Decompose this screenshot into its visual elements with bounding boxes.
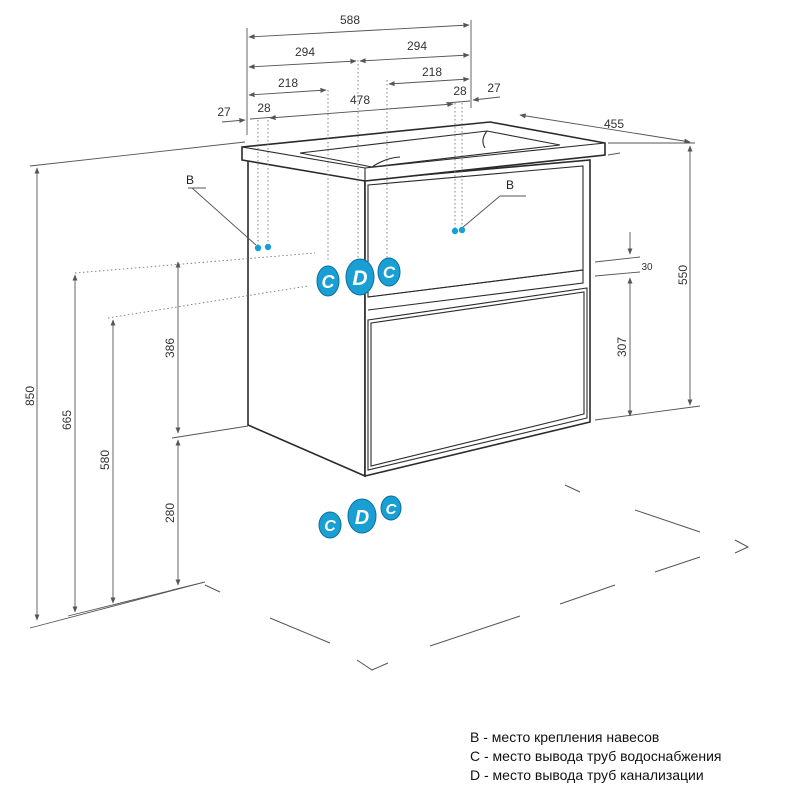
left-dimensions [29, 141, 249, 629]
dim-28-right: 28 [453, 84, 467, 98]
dim-280: 280 [163, 503, 177, 523]
hanger-dot-left-1 [254, 244, 262, 252]
dim-27-right: 27 [487, 81, 501, 95]
dim-30: 30 [641, 262, 653, 273]
dim-294-left: 294 [295, 45, 315, 59]
legend: B - место крепления навесов C - место вы… [470, 728, 790, 785]
label-b-right: B [506, 178, 514, 192]
dim-455: 455 [604, 117, 624, 131]
water-marker-floor-right-label: C [386, 501, 398, 518]
water-marker-floor-left [318, 511, 342, 539]
dim-386: 386 [163, 338, 177, 358]
dim-550: 550 [676, 265, 690, 285]
drain-marker-wall-label: D [352, 267, 367, 290]
water-marker-wall-right [377, 257, 401, 287]
legend-item-hangers: B - место крепления навесов [470, 729, 660, 745]
hanger-dot-right-1 [451, 227, 459, 235]
wall-pipe-markers: C D C [316, 257, 401, 297]
dim-218-right: 218 [422, 65, 442, 79]
dim-665: 665 [60, 410, 74, 430]
water-marker-wall-left [316, 265, 340, 297]
hanger-dot-left-2 [264, 243, 272, 251]
top-dimensions [221, 20, 695, 156]
legend-item-drain: D - место вывода труб канализации [470, 767, 704, 783]
dimension-labels: 588 294 294 218 218 478 27 28 28 27 455 … [23, 13, 690, 523]
drain-marker-wall [345, 258, 375, 296]
dim-28-left: 28 [257, 101, 271, 115]
dim-27-left: 27 [217, 105, 231, 119]
water-marker-wall-right-label: C [383, 263, 396, 282]
legend-item-water: C - место вывода труб водоснабжения [470, 748, 722, 764]
drain-marker-floor-label: D [355, 507, 369, 529]
drain-marker-floor [347, 498, 377, 534]
vanity-cabinet [247, 159, 591, 478]
water-marker-floor-right [380, 495, 402, 521]
dim-850: 850 [23, 386, 37, 406]
dim-218-left: 218 [278, 76, 298, 90]
dim-307: 307 [615, 337, 629, 357]
right-dimensions [594, 145, 701, 421]
dim-294-right: 294 [407, 39, 427, 53]
hanger-dot-right-2 [458, 226, 466, 234]
label-b-left: B [186, 173, 194, 187]
water-marker-wall-left-label: C [322, 272, 336, 292]
dim-478: 478 [350, 93, 370, 107]
water-marker-floor-left-label: C [324, 518, 336, 535]
basin-countertop [241, 121, 606, 182]
floor-outline [204, 484, 750, 671]
hanger-markers: B B [186, 173, 526, 252]
dim-580: 580 [98, 450, 112, 470]
dim-588: 588 [340, 13, 360, 27]
floor-pipe-markers: C D C [318, 495, 402, 539]
